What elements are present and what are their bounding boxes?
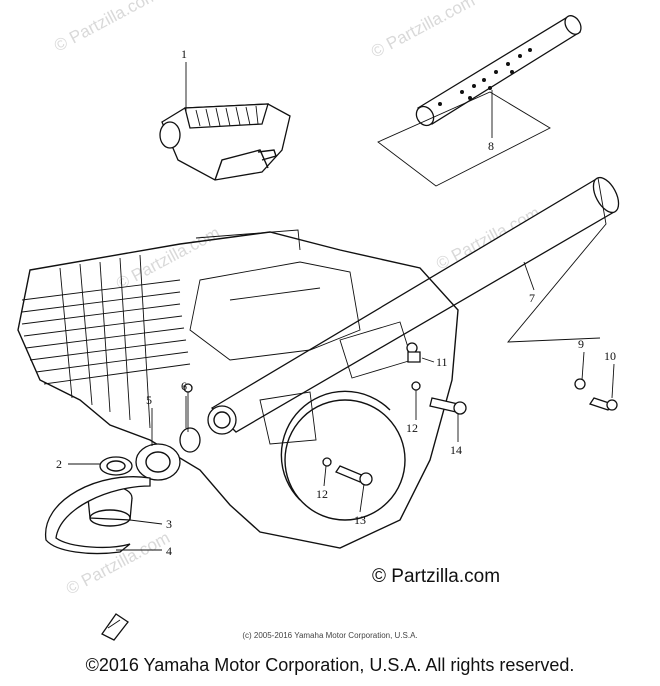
part-joint (87, 485, 133, 527)
copyright-small: (c) 2005-2016 Yamaha Motor Corporation, … (242, 631, 418, 640)
watermark-text: © Partzilla.com (113, 223, 223, 294)
callout-13: 13 (354, 513, 366, 527)
callout-12a: 12 (406, 421, 418, 435)
copyright-main: ©2016 Yamaha Motor Corporation, U.S.A. A… (85, 655, 575, 675)
callout-10: 10 (604, 349, 616, 363)
callout-9: 9 (578, 337, 584, 351)
emblem-icon (101, 613, 129, 641)
callout-12b: 12 (316, 487, 328, 501)
callout-14: 14 (450, 443, 462, 457)
callout-6: 6 (181, 379, 187, 393)
callout-1: 1 (181, 47, 187, 61)
callouts: 1 2 3 4 5 6 7 8 9 10 11 12 12 13 14 (56, 47, 616, 558)
callout-2: 2 (56, 457, 62, 471)
watermark-text: © Partzilla.com (368, 0, 478, 62)
watermark-text: © Partzilla.com (51, 0, 161, 56)
leader-lines (68, 62, 615, 551)
callout-5: 5 (146, 393, 152, 407)
part-shield (45, 476, 151, 555)
callout-8: 8 (488, 139, 494, 153)
part-breather-tube (377, 15, 582, 187)
callout-11: 11 (436, 355, 448, 369)
callout-4: 4 (166, 544, 172, 558)
part-air-cleaner (159, 103, 291, 181)
callout-7: 7 (529, 291, 535, 305)
partzilla-label: © Partzilla.com (372, 566, 501, 587)
callout-3: 3 (166, 517, 172, 531)
part-intake-joint (135, 383, 201, 481)
part-muffler (207, 176, 620, 435)
part-fasteners (322, 351, 618, 486)
engine-block (17, 229, 459, 549)
part-clamp-ring (99, 456, 133, 476)
watermark-text: © Partzilla.com (63, 528, 173, 599)
